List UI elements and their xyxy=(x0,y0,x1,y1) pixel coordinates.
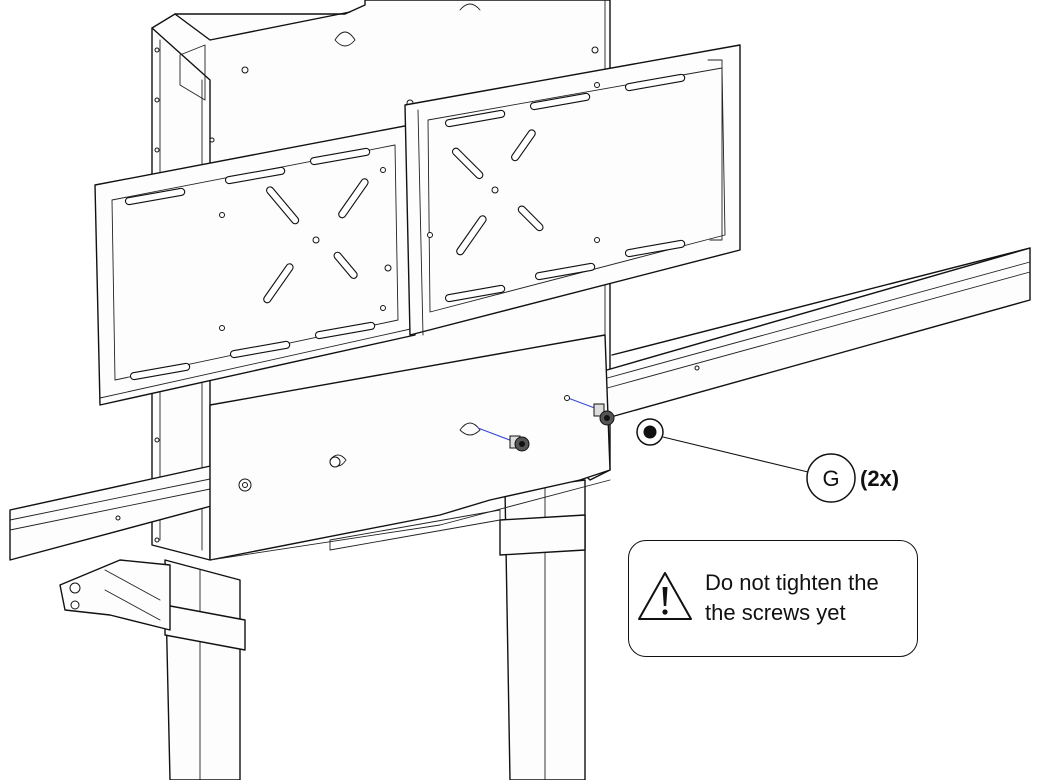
legs xyxy=(59,479,586,780)
screws xyxy=(477,395,615,452)
part-quantity: (2x) xyxy=(860,466,899,491)
part-callout: G (2x) xyxy=(636,418,899,503)
warning-line-2: the screws yet xyxy=(705,600,846,625)
warning-text: Do not tighten the the screws yet xyxy=(705,568,879,628)
warning-line-1: Do not tighten the xyxy=(705,570,879,595)
lower-plate xyxy=(209,334,611,561)
right-frame-slots xyxy=(444,73,686,303)
left-frame-slots xyxy=(124,147,376,381)
right-rail xyxy=(599,247,1031,421)
screw-axis-left xyxy=(477,427,516,443)
right-frame xyxy=(404,44,741,336)
callout-leader-line xyxy=(662,436,809,473)
part-letter: G xyxy=(822,466,839,491)
warning-triangle-icon xyxy=(638,572,692,620)
part-letter-bubble xyxy=(806,453,856,503)
screw-right-icon xyxy=(593,403,615,426)
screw-left-icon xyxy=(509,435,530,452)
warning-note: Do not tighten the the screws yet xyxy=(628,540,918,657)
left-frame xyxy=(94,124,416,406)
